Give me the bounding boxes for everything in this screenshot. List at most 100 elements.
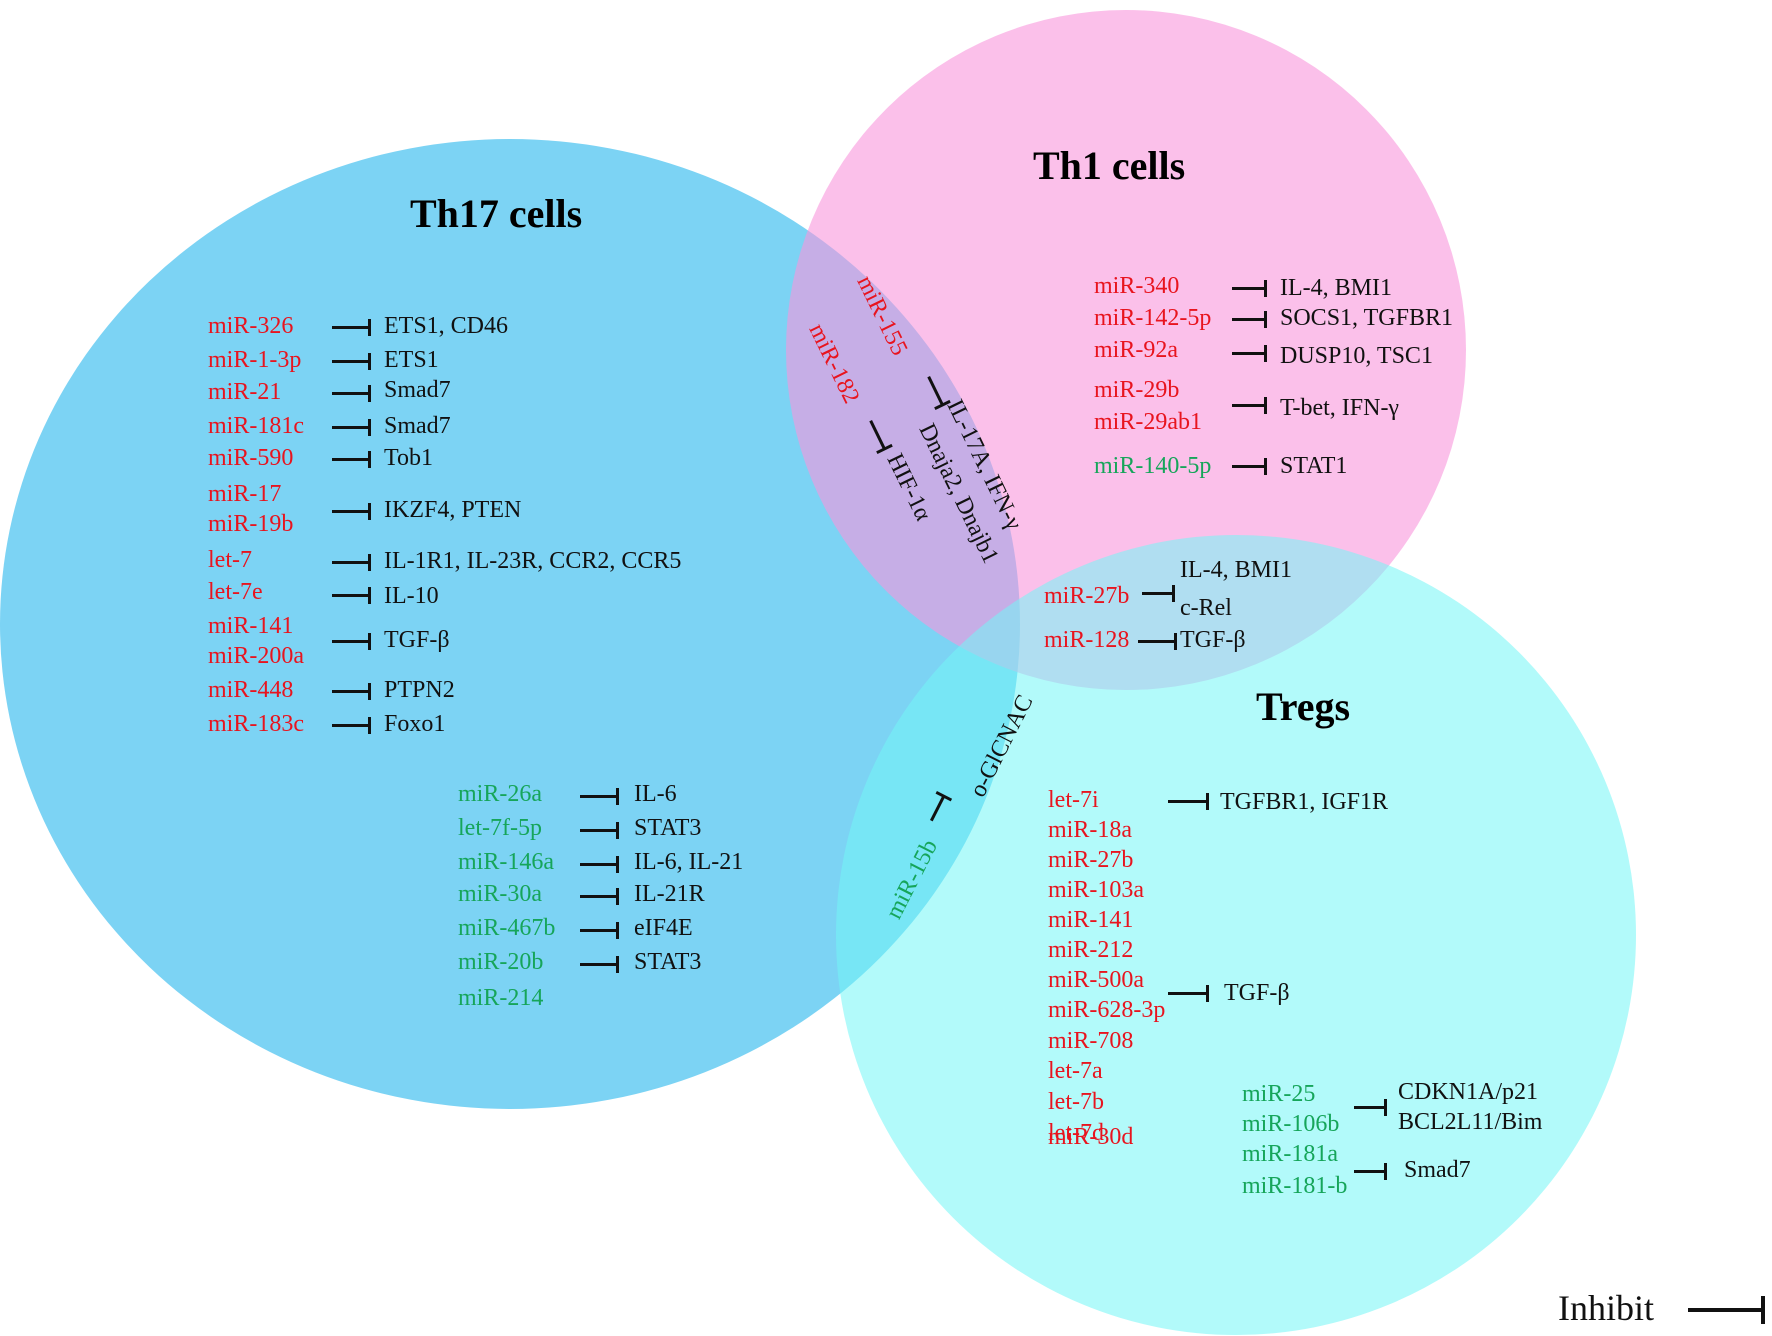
th17-mirna: let-7e xyxy=(208,579,263,605)
th1-mirna: miR-340 xyxy=(1094,273,1180,299)
th17-green-mirna: let-7f-5p xyxy=(458,815,542,841)
treg-mirna: miR-628-3p xyxy=(1048,997,1166,1023)
treg-mirna: let-7b xyxy=(1048,1089,1104,1115)
tregs-title: Tregs xyxy=(1256,684,1351,729)
legend-label: Inhibit xyxy=(1558,1288,1654,1328)
th17-target: Smad7 xyxy=(384,413,451,439)
inhibit-arrow xyxy=(332,683,371,700)
inhibit-arrow xyxy=(1232,458,1267,475)
th17-mirna: miR-183c xyxy=(208,711,304,737)
inhibit-arrow xyxy=(332,503,371,520)
th17-mirna: miR-21 xyxy=(208,379,282,405)
treg-target: TGFBR1, IGF1R xyxy=(1220,789,1389,815)
intersect-th1-treg-target: c-Rel xyxy=(1180,595,1232,621)
treg-mirna: miR-212 xyxy=(1048,937,1134,963)
th17-mirna: miR-590 xyxy=(208,445,294,471)
th17-mirna: miR-326 xyxy=(208,313,294,339)
th17-green-target: STAT3 xyxy=(634,815,702,841)
inhibit-arrow xyxy=(580,788,619,805)
th17-green-mirna: miR-26a xyxy=(458,781,542,807)
inhibit-arrow xyxy=(580,856,619,873)
inhibit-arrow xyxy=(1232,311,1267,328)
th1-green-mirna: miR-140-5p xyxy=(1094,453,1212,479)
treg-green-target: Smad7 xyxy=(1404,1157,1471,1183)
inhibit-arrow xyxy=(580,922,619,939)
th17-mirna: let-7 xyxy=(208,547,252,573)
treg-green-mirna: miR-106b xyxy=(1242,1111,1340,1137)
th1-mirna: miR-29b xyxy=(1094,377,1180,403)
inhibit-arrow xyxy=(332,633,371,650)
inhibit-arrow xyxy=(1142,585,1175,602)
inhibit-arrow xyxy=(332,554,371,571)
th1-target: IL-4, BMI1 xyxy=(1280,275,1392,301)
treg-mirna: miR-30d xyxy=(1048,1124,1134,1150)
treg-circle xyxy=(836,535,1636,1335)
inhibit-arrow xyxy=(332,451,371,468)
treg-mirna: miR-500a xyxy=(1048,967,1144,993)
inhibit-arrow xyxy=(1354,1163,1387,1180)
treg-target: TGF-β xyxy=(1224,980,1290,1006)
th17-target: Tob1 xyxy=(384,445,433,471)
th17-mirna: miR-181c xyxy=(208,413,304,439)
treg-mirna: miR-141 xyxy=(1048,907,1134,933)
th17-target: PTPN2 xyxy=(384,677,455,703)
th1-mirna: miR-142-5p xyxy=(1094,305,1212,331)
th17-green-target: STAT3 xyxy=(634,949,702,975)
treg-green-mirna: miR-25 xyxy=(1242,1081,1316,1107)
treg-mirna: miR-708 xyxy=(1048,1028,1134,1054)
th1-target: DUSP10, TSC1 xyxy=(1280,343,1433,369)
th17-mirna: miR-141 xyxy=(208,613,294,639)
th17-green-mirna: miR-20b xyxy=(458,949,544,975)
inhibit-arrow xyxy=(1168,985,1209,1002)
inhibit-arrow xyxy=(580,888,619,905)
treg-green-mirna: miR-181a xyxy=(1242,1141,1338,1167)
inhibit-arrow xyxy=(1232,280,1267,297)
th17-green-target: eIF4E xyxy=(634,915,693,941)
th17-green-target: IL-21R xyxy=(634,881,705,907)
th17-title: Th17 cells xyxy=(410,191,583,236)
inhibit-arrow xyxy=(332,419,371,436)
th1-target: T-bet, IFN-γ xyxy=(1280,395,1400,421)
intersect-th1-treg-target: TGF-β xyxy=(1180,627,1246,653)
th1-mirna: miR-29ab1 xyxy=(1094,409,1202,435)
th17-target: TGF-β xyxy=(384,627,450,653)
th17-mirna: miR-17 xyxy=(208,481,282,507)
inhibit-arrow xyxy=(1354,1099,1387,1116)
treg-mirna: miR-27b xyxy=(1048,847,1134,873)
th17-target: IL-1R1, IL-23R, CCR2, CCR5 xyxy=(384,548,682,574)
th17-target: Foxo1 xyxy=(384,711,446,737)
treg-mirna: miR-18a xyxy=(1048,817,1132,843)
treg-mirna: miR-103a xyxy=(1048,877,1144,903)
intersect-th1-treg-mirna: miR-128 xyxy=(1044,627,1130,653)
th17-target: ETS1 xyxy=(384,347,439,373)
th17-green-target: IL-6, IL-21 xyxy=(634,849,744,875)
th17-mirna: miR-448 xyxy=(208,677,294,703)
th17-green-target: IL-6 xyxy=(634,781,677,807)
treg-green-target: BCL2L11/Bim xyxy=(1398,1109,1543,1135)
th17-target: ETS1, CD46 xyxy=(384,313,509,339)
th17-green-mirna: miR-30a xyxy=(458,881,542,907)
th17-mirna: miR-1-3p xyxy=(208,347,302,373)
th1-title: Th1 cells xyxy=(1033,143,1186,188)
th17-target: IL-10 xyxy=(384,583,439,609)
inhibit-arrow xyxy=(332,385,371,402)
legend-inhibit-symbol xyxy=(1688,1296,1765,1324)
inhibit-arrow xyxy=(580,956,619,973)
treg-mirna: let-7d xyxy=(1048,1120,1104,1146)
treg-green-target: CDKN1A/p21 xyxy=(1398,1079,1539,1105)
th17-green-mirna: miR-146a xyxy=(458,849,554,875)
inhibit-arrow xyxy=(1232,345,1267,362)
inhibit-arrow xyxy=(332,319,371,336)
th17-green-mirna: miR-467b xyxy=(458,915,556,941)
treg-mirna: let-7a xyxy=(1048,1058,1103,1084)
inhibit-arrow xyxy=(580,822,619,839)
th1-mirna: miR-92a xyxy=(1094,337,1178,363)
th1-target: SOCS1, TGFBR1 xyxy=(1280,305,1453,331)
inhibit-arrow xyxy=(1232,397,1267,414)
intersect-th1-treg-target: IL-4, BMI1 xyxy=(1180,557,1292,583)
th17-target: IKZF4, PTEN xyxy=(384,497,522,523)
inhibit-arrow xyxy=(332,717,371,734)
treg-green-mirna: miR-181-b xyxy=(1242,1173,1348,1199)
inhibit-arrow xyxy=(332,353,371,370)
th17-target: Smad7 xyxy=(384,377,451,403)
